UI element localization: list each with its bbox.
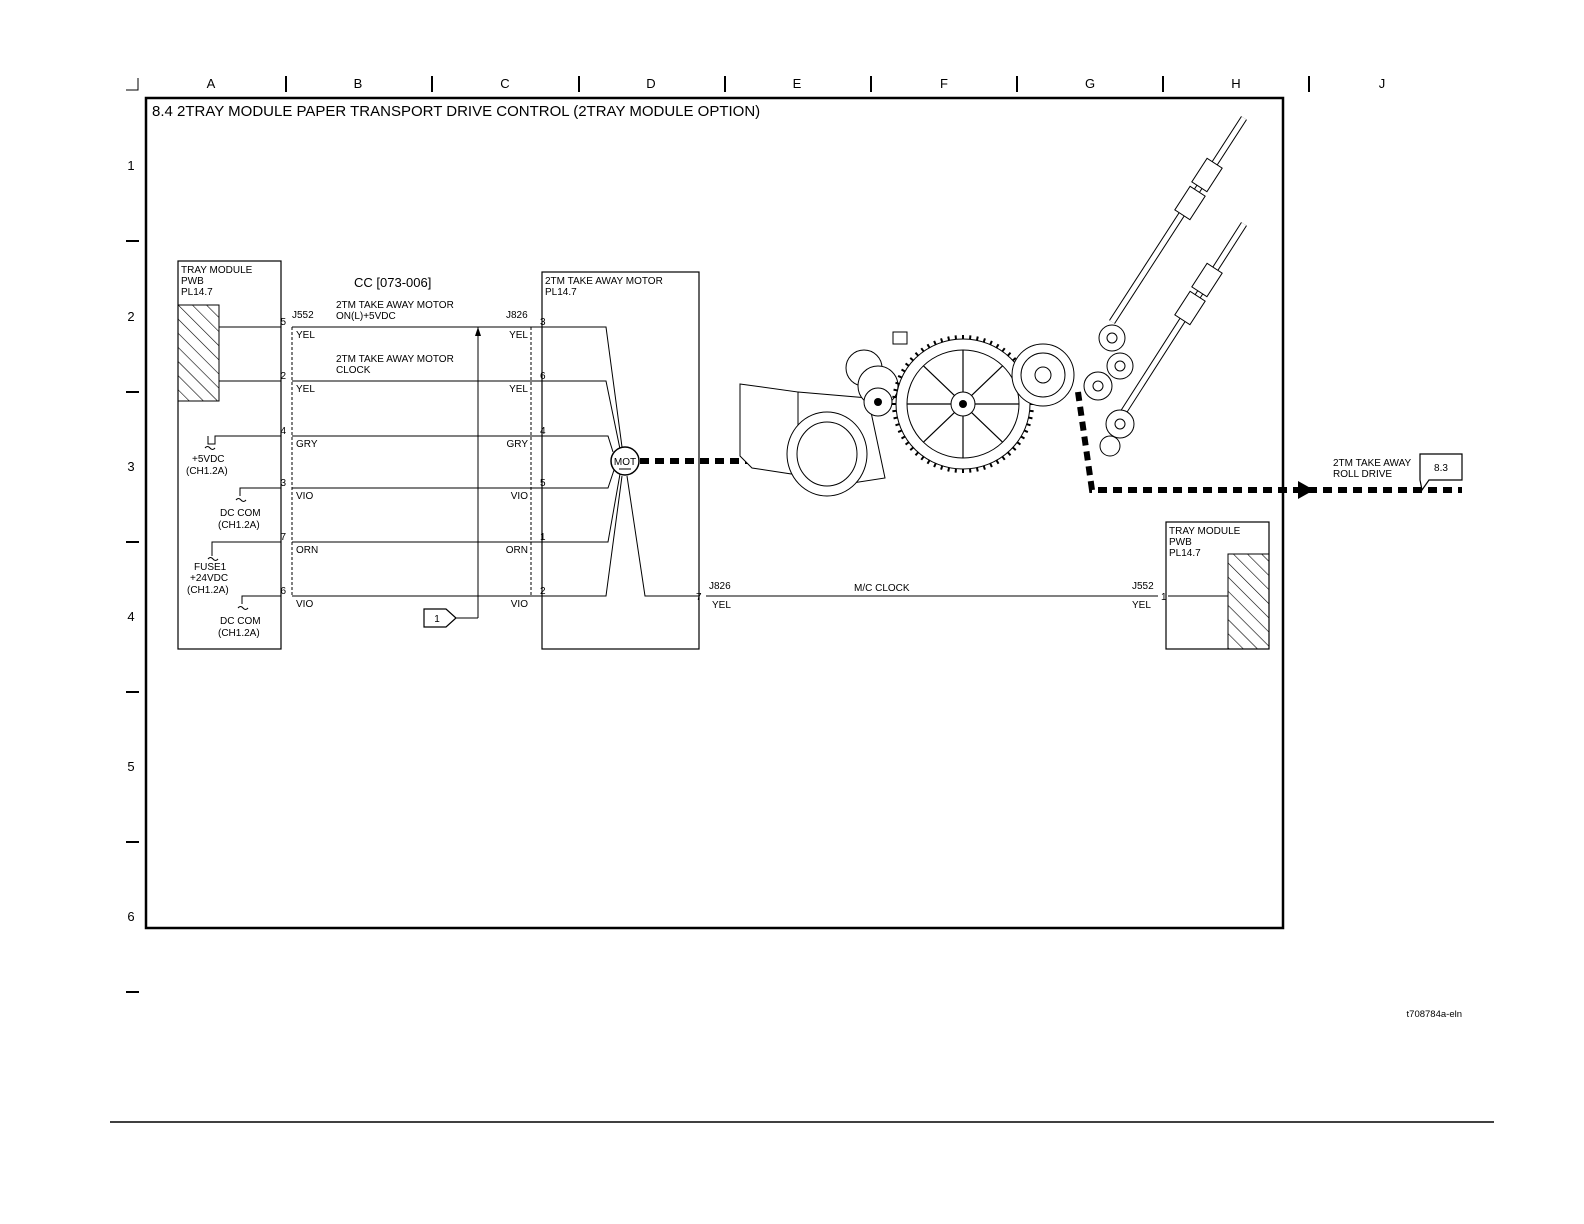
- mc-clock-link: 7 J826 YEL M/C CLOCK J552 1 YEL: [696, 581, 1167, 611]
- grid-frame: A B C D E F G H J 1 2 3 4 5 6: [126, 76, 1386, 993]
- grid-col-h: H: [1231, 76, 1240, 91]
- clock-right-color: YEL: [1132, 600, 1151, 611]
- supply-fuse: FUSE1: [194, 562, 227, 573]
- wire-right-color: GRY: [507, 439, 529, 450]
- clock-left-pin: 7: [696, 592, 702, 603]
- ref-box-1: 1: [434, 614, 440, 625]
- wire-left-pin: 7: [280, 532, 286, 543]
- wire-left-pin: 4: [280, 426, 286, 437]
- wire-left-color: GRY: [296, 439, 318, 450]
- right-pwb-part: PL14.7: [1169, 548, 1201, 559]
- grid-col-a: A: [207, 76, 216, 91]
- right-pwb-name: TRAY MODULE: [1169, 526, 1241, 537]
- clock-label: M/C CLOCK: [854, 583, 910, 594]
- grid-col-c: C: [500, 76, 509, 91]
- supply-24v: +24VDC: [190, 573, 228, 584]
- grid-col-e: E: [793, 76, 802, 91]
- grid-row-4: 4: [127, 609, 134, 624]
- drive-path-output: [1075, 391, 1462, 493]
- supply-dccom2: DC COM: [220, 616, 261, 627]
- wire-right-pin: 1: [540, 532, 546, 543]
- wire-left-color: ORN: [296, 545, 318, 556]
- right-pwb-block: TRAY MODULE PWB PL14.7: [1165, 521, 1270, 650]
- grid-col-d: D: [646, 76, 655, 91]
- grid-row-6: 6: [127, 909, 134, 924]
- diagram-title: 8.4 2TRAY MODULE PAPER TRANSPORT DRIVE C…: [152, 103, 760, 120]
- clock-left-conn: J826: [709, 581, 731, 592]
- wire-left-color: VIO: [296, 599, 313, 610]
- left-pwb-part: PL14.7: [181, 287, 213, 298]
- signal-on-line1: 2TM TAKE AWAY MOTOR: [336, 300, 454, 311]
- wire-left-color: VIO: [296, 491, 313, 502]
- motor-box-part: PL14.7: [545, 287, 577, 298]
- left-pwb-sub: PWB: [181, 276, 204, 287]
- grid-row-3: 3: [127, 459, 134, 474]
- wire-left-pin: 6: [280, 586, 286, 597]
- diagram-border: [144, 96, 1285, 930]
- output-arrow: [1298, 481, 1314, 499]
- right-pwb-sub: PWB: [1169, 537, 1192, 548]
- grid-col-b: B: [354, 76, 363, 91]
- wire-left-color: YEL: [296, 330, 315, 341]
- wire-left-color: YEL: [296, 384, 315, 395]
- signal-on-line2: ON(L)+5VDC: [336, 311, 396, 322]
- supply-dccom2-ch: (CH1.2A): [218, 628, 260, 639]
- signal-clock-line1: 2TM TAKE AWAY MOTOR: [336, 354, 454, 365]
- wire-right-color: ORN: [506, 545, 528, 556]
- supply-5v-ch: (CH1.2A): [186, 466, 228, 477]
- output-label-line2: ROLL DRIVE: [1333, 469, 1392, 480]
- grid-row-5: 5: [127, 759, 134, 774]
- output-label-line1: 2TM TAKE AWAY: [1333, 458, 1411, 469]
- left-pwb-block: TRAY MODULE PWB PL14.7: [177, 260, 282, 650]
- wire-left-pin: 3: [280, 478, 286, 489]
- output-ref-box: 8.3: [1419, 453, 1463, 492]
- grid-row-2: 2: [127, 309, 134, 324]
- supply-dccom1-ch: (CH1.2A): [218, 520, 260, 531]
- wire-right-pin: 5: [540, 478, 546, 489]
- feedback-path: 1: [423, 327, 481, 628]
- signal-clock-line2: CLOCK: [336, 365, 371, 376]
- grid-col-f: F: [940, 76, 948, 91]
- clock-left-color: YEL: [712, 600, 731, 611]
- motor-box-name: 2TM TAKE AWAY MOTOR: [545, 276, 663, 287]
- left-pwb-name: TRAY MODULE: [181, 265, 253, 276]
- motor-symbol: [610, 446, 640, 476]
- wire-right-pin: 3: [540, 317, 546, 328]
- supply-24v-ch: (CH1.2A): [187, 585, 229, 596]
- drawing-id: t708784a-eln: [1407, 1009, 1462, 1020]
- wire-right-pin: 4: [540, 426, 546, 437]
- clock-right-pin: 1: [1161, 592, 1167, 603]
- grid-col-g: G: [1085, 76, 1095, 91]
- wire-left-pin: 2: [280, 371, 286, 382]
- grid-col-j: J: [1379, 76, 1386, 91]
- wire-right-pin: 2: [540, 586, 546, 597]
- wire-right-color: YEL: [509, 330, 528, 341]
- wire-right-pin: 6: [540, 371, 546, 382]
- supply-dccom1: DC COM: [220, 508, 261, 519]
- supply-labels: +5VDC (CH1.2A) DC COM (CH1.2A) FUSE1 +24…: [186, 435, 281, 639]
- wire-right-color: YEL: [509, 384, 528, 395]
- drive-gear-train: [739, 116, 1247, 497]
- motor-block: 2TM TAKE AWAY MOTOR PL14.7 MOT: [541, 271, 700, 650]
- motor-connector-label: J826: [506, 310, 528, 321]
- left-connector-label: J552: [292, 310, 314, 321]
- wire-right-color: VIO: [511, 491, 528, 502]
- wire-left-pin: 5: [280, 317, 286, 328]
- supply-5v: +5VDC: [192, 454, 225, 465]
- clock-right-conn: J552: [1132, 581, 1154, 592]
- output-ref: 8.3: [1434, 463, 1448, 474]
- motor-symbol-label: MOT: [614, 457, 636, 468]
- grid-row-1: 1: [127, 158, 134, 173]
- wire-right-color: VIO: [511, 599, 528, 610]
- cc-code: CC [073-006]: [354, 275, 431, 290]
